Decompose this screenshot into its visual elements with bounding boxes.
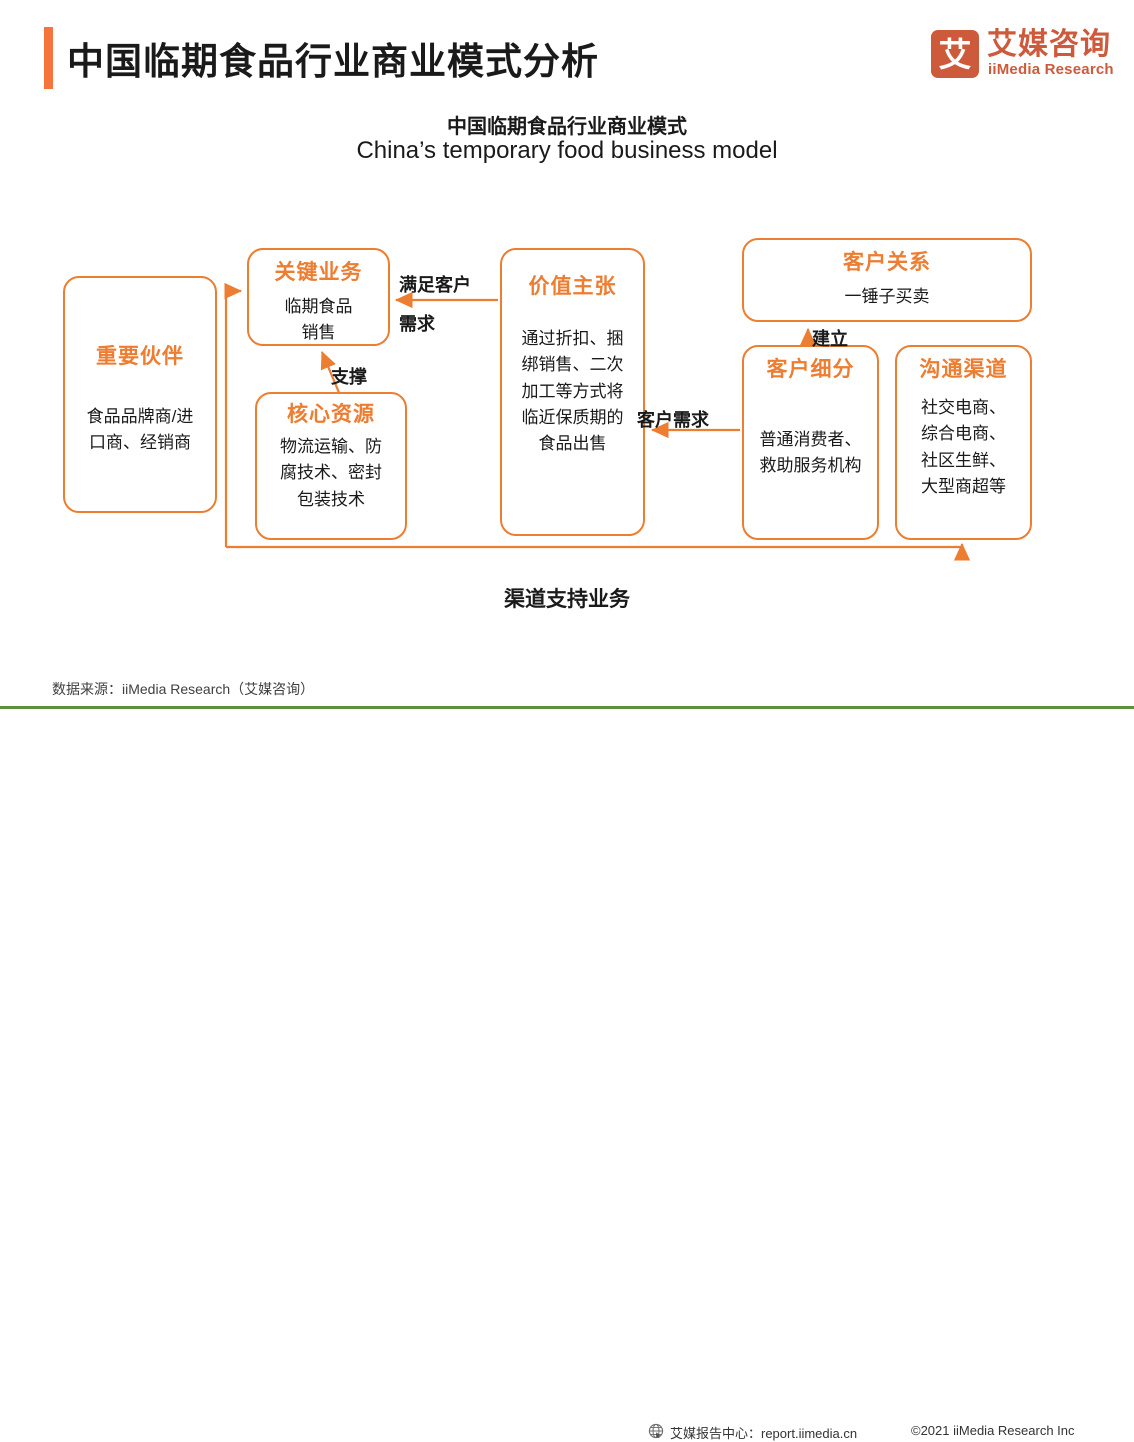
box-body: 社交电商、 综合电商、 社区生鲜、 大型商超等: [921, 398, 1006, 497]
box-title: 价值主张: [528, 275, 617, 298]
slide-canvas: 中国临期食品行业商业模式分析 艾 艾媒咨询 iiMedia Research 中…: [0, 27, 1134, 1441]
footer-copyright: ©2021 iiMedia Research Inc: [911, 1423, 1075, 1438]
footer-bar: 艾媒报告中心：report.iimedia.cn ©2021 iiMedia R…: [0, 710, 1134, 1441]
box-customer-relations[interactable]: 客户关系 一锤子买卖: [742, 238, 1032, 322]
box-important-partners[interactable]: 重要伙伴 食品品牌商/进 口商、经销商: [63, 276, 217, 513]
footer-report-center[interactable]: 艾媒报告中心：report.iimedia.cn: [670, 1426, 858, 1441]
footer-divider: [0, 706, 1134, 709]
box-title: 关键业务: [274, 261, 363, 284]
subtitle-en: China’s temporary food business model: [356, 137, 778, 164]
business-model-diagram: 重要伙伴 食品品牌商/进 口商、经销商 关键业务 临期食品 销售 核心资源 物流…: [63, 238, 1032, 611]
box-body: 通过折扣、捆 绑销售、二次 加工等方式将 临近保质期的 食品出售: [521, 329, 624, 454]
edge-label-satisfy-demand-line1: 满足客户: [399, 275, 471, 295]
logo-name-en: iiMedia Research: [988, 61, 1114, 78]
iimedia-logo: 艾 艾媒咨询 iiMedia Research: [931, 28, 1116, 82]
box-title: 客户细分: [766, 358, 855, 381]
box-body: 临期食品 销售: [284, 297, 353, 343]
box-value-proposition[interactable]: 价值主张 通过折扣、捆 绑销售、二次 加工等方式将 临近保质期的 食品出售: [500, 248, 645, 536]
edge-label-channel-support-business: 渠道支持业务: [504, 588, 630, 611]
box-communication-channels[interactable]: 沟通渠道 社交电商、 综合电商、 社区生鲜、 大型商超等: [895, 345, 1032, 540]
globe-icon: [648, 1423, 664, 1439]
box-body: 普通消费者、 救助服务机构: [759, 430, 862, 476]
diagram-connectors: [224, 282, 971, 561]
logo-name-cn: 艾媒咨询: [987, 28, 1111, 61]
box-title: 客户关系: [843, 251, 931, 274]
box-key-resources[interactable]: 核心资源 物流运输、防 腐技术、密封 包装技术: [255, 392, 407, 540]
box-key-activities[interactable]: 关键业务 临期食品 销售: [247, 248, 390, 346]
page-title: 中国临期食品行业商业模式分析: [67, 41, 599, 82]
box-title: 沟通渠道: [919, 358, 1008, 381]
data-source-note: 数据来源：iiMedia Research（艾媒咨询）: [52, 681, 315, 697]
box-title: 重要伙伴: [96, 345, 184, 368]
box-body: 一锤子买卖: [844, 287, 930, 306]
title-accent-bar: [44, 27, 53, 89]
box-title: 核心资源: [287, 403, 375, 426]
logo-mark-icon: 艾: [931, 30, 979, 78]
box-body: 食品品牌商/进 口商、经销商: [86, 407, 194, 453]
subtitle-cn: 中国临期食品行业商业模式: [447, 116, 687, 138]
edge-label-customer-demand: 客户需求: [637, 410, 709, 430]
edge-label-satisfy-demand-line2: 需求: [399, 314, 435, 334]
box-body: 物流运输、防 腐技术、密封 包装技术: [280, 437, 382, 509]
edge-label-establish: 建立: [812, 329, 848, 349]
edge-label-support: 支撑: [331, 367, 367, 387]
box-customer-segments[interactable]: 客户细分 普通消费者、 救助服务机构: [742, 345, 879, 540]
